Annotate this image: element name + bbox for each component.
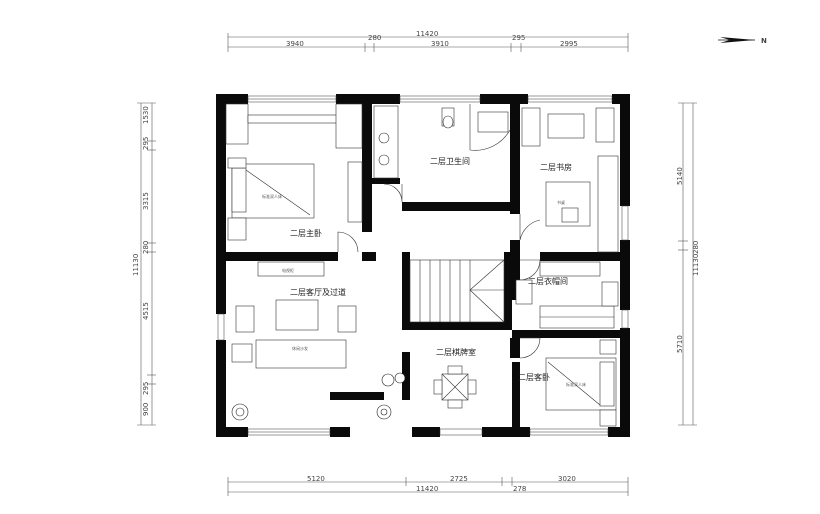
left-dimension-lines (137, 102, 156, 426)
top-dimension-3: 3910 (431, 40, 449, 48)
interior-walls (226, 104, 620, 427)
room-master-bedroom: 二层主卧 (290, 228, 322, 238)
staircase (409, 259, 505, 323)
room-living-corridor: 二层客厅及过道 (290, 287, 346, 297)
tv-cabinet-label: 电视柜 (282, 267, 294, 273)
top-dimension-5: 2995 (560, 40, 578, 48)
desk-label: 书桌 (557, 199, 565, 205)
top-dimension-4: 295 (512, 34, 525, 42)
top-dimension-1: 3940 (286, 40, 304, 48)
room-cloakroom: 二层衣帽间 (528, 276, 568, 286)
guest-bed-label: 标准双人床 (566, 381, 586, 387)
cloakroom-furniture (515, 261, 619, 329)
right-dimension-lines (678, 102, 697, 426)
right-dimension-1: 5140 (676, 167, 684, 185)
north-label: N (761, 37, 767, 45)
top-total-dimension: 11420 (416, 30, 438, 38)
sofa-label: 休闲沙发 (292, 345, 308, 351)
left-dimension-4: 280 (142, 241, 150, 254)
windows (217, 95, 629, 436)
living-room-furniture: 电视柜 休闲沙发 (231, 261, 357, 369)
bottom-total-dimension: 11420 (416, 485, 438, 493)
left-dimension-7: 900 (142, 403, 150, 416)
master-bed-label: 标准双人床 (262, 193, 282, 199)
doors (337, 104, 541, 359)
room-study: 二层书房 (540, 162, 572, 172)
right-dimension-3: 5710 (676, 335, 684, 353)
bathroom-fixtures (373, 105, 509, 179)
bottom-dimension-2: 2725 (450, 475, 468, 483)
study-furniture: 书桌 (521, 107, 619, 253)
outer-walls (216, 94, 630, 437)
room-guest-bedroom: 二层客卧 (518, 372, 550, 382)
left-dimension-2: 295 (142, 137, 150, 150)
plant-icons (231, 372, 406, 421)
room-chess: 二层棋牌室 (436, 347, 476, 357)
left-total-dimension: 11130 (132, 254, 140, 276)
left-dimension-6: 295 (142, 382, 150, 395)
bottom-dimension-4: 3020 (558, 475, 576, 483)
top-dimension-lines (227, 33, 629, 52)
master-bedroom-furniture: 标准双人床 (225, 103, 363, 241)
right-total-dimension: 11130 (692, 254, 700, 276)
bottom-dimension-3: 278 (513, 485, 526, 493)
right-dimension-2: 280 (692, 241, 700, 254)
left-dimension-1: 1530 (142, 106, 150, 124)
bottom-dimension-lines (227, 477, 629, 496)
room-bathroom: 二层卫生间 (430, 156, 470, 166)
top-dimension-2: 280 (368, 34, 381, 42)
chess-room-furniture (433, 365, 477, 409)
bottom-dimension-1: 5120 (307, 475, 325, 483)
left-dimension-5: 4515 (142, 302, 150, 320)
guest-bedroom-furniture: 标准双人床 (545, 339, 617, 427)
left-dimension-3: 3315 (142, 192, 150, 210)
north-arrow-icon (718, 37, 755, 43)
